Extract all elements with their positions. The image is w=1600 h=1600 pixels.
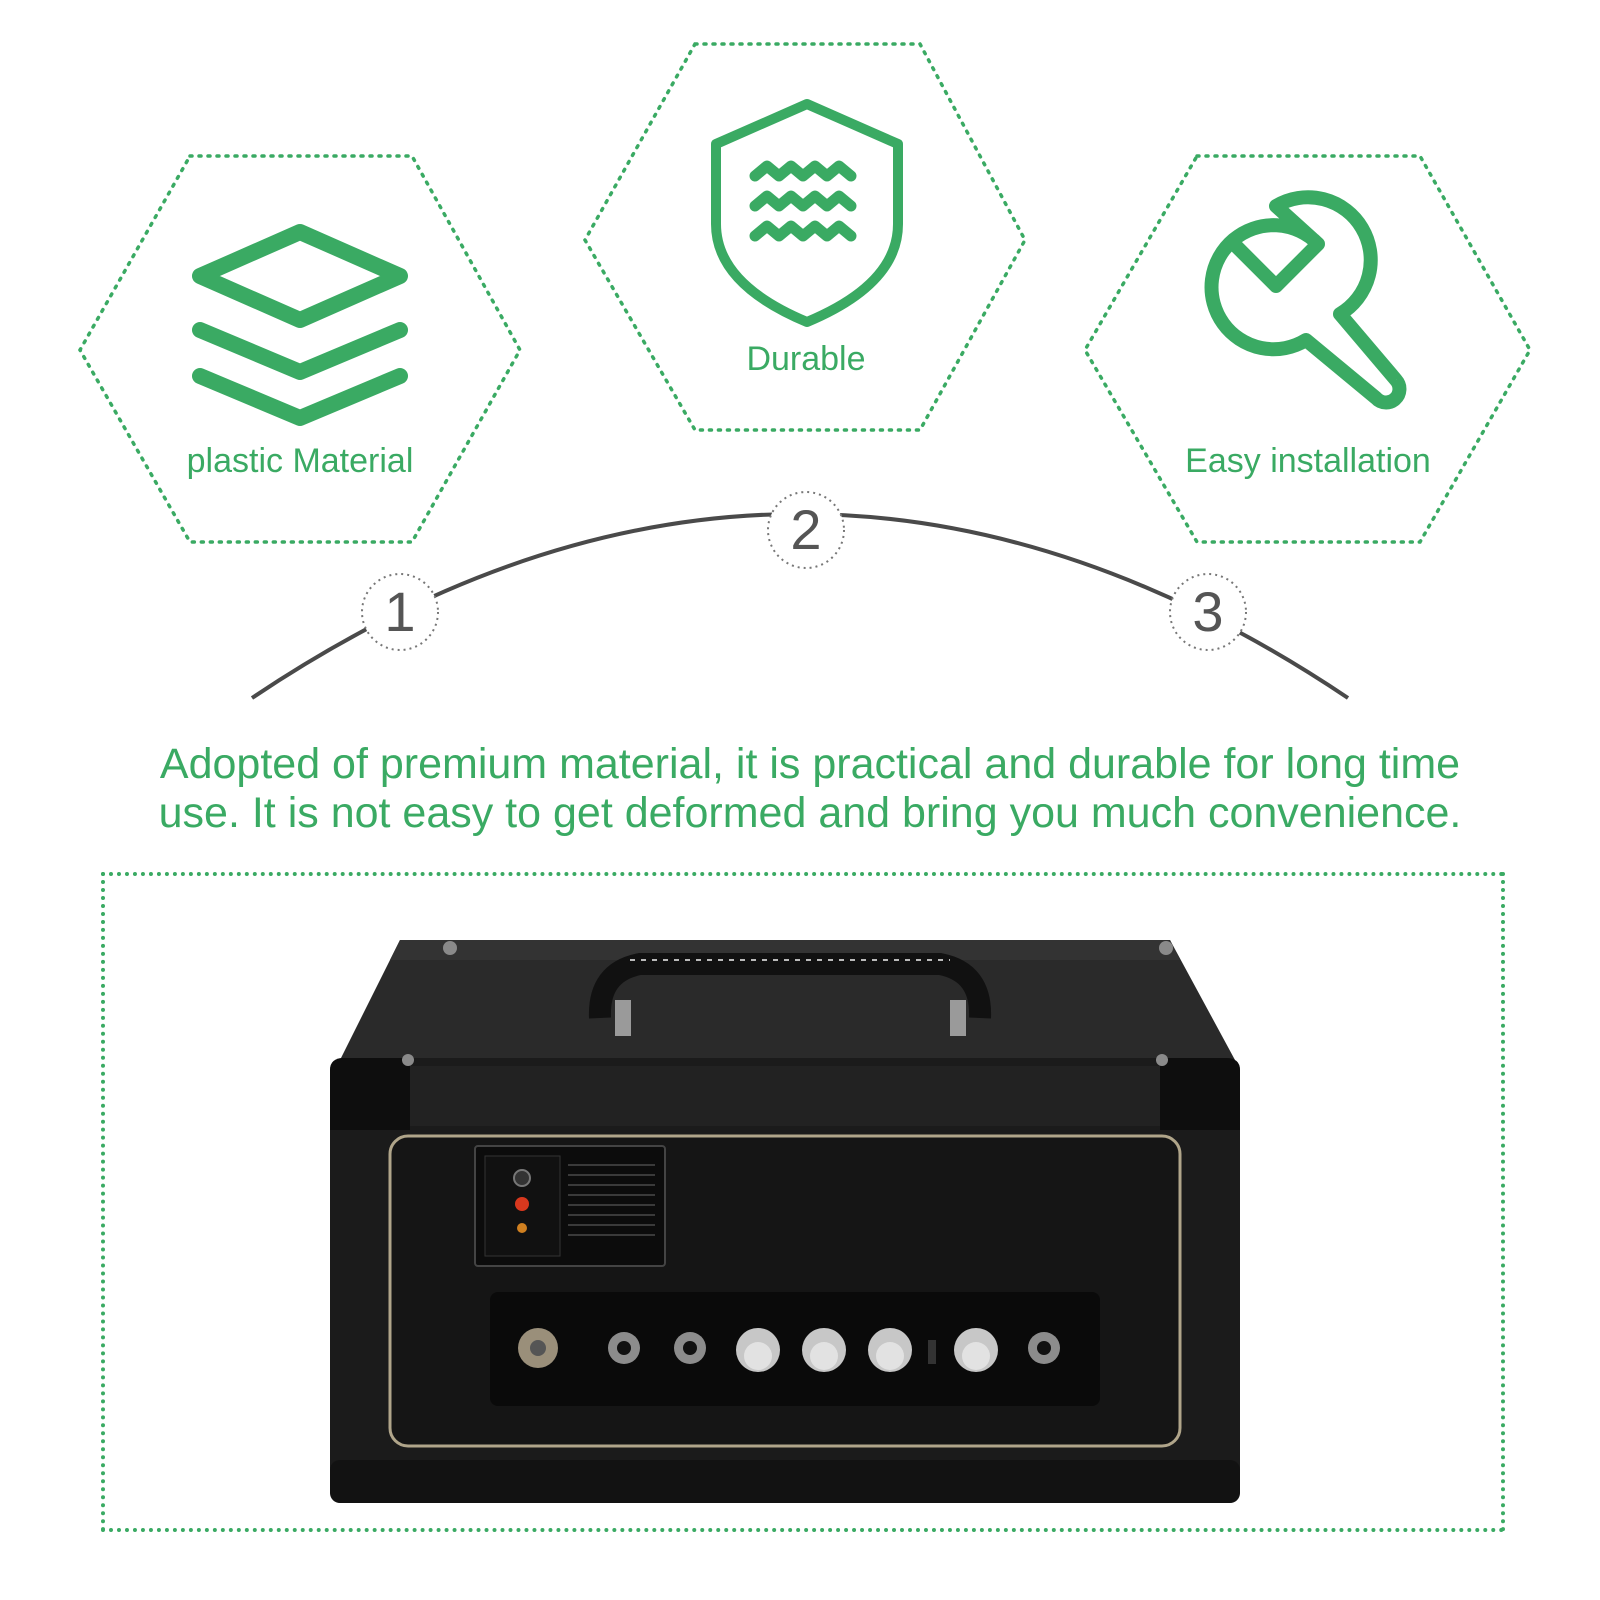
wrench-icon <box>1204 190 1407 410</box>
product-description: Adopted of premium material, it is pract… <box>60 740 1560 838</box>
layers-icon <box>192 224 408 426</box>
hexagon-frame-1 <box>77 154 523 544</box>
step-circle-1 <box>361 573 439 651</box>
feature-graphics <box>77 42 1533 700</box>
feature-label-easy-installation: Easy installation <box>1185 442 1431 480</box>
product-photo-frame <box>101 872 1505 1532</box>
amplifier-photo <box>330 940 1240 1503</box>
waterproof-shield-icon <box>711 99 903 327</box>
feature-label-plastic-material: plastic Material <box>186 442 414 480</box>
feature-label-durable: Durable <box>746 340 866 378</box>
description-line-1: Adopted of premium material, it is pract… <box>159 740 1461 788</box>
step-number-1: 1 <box>384 580 416 643</box>
step-circle-2 <box>767 491 845 569</box>
hexagon-frame-3 <box>1082 154 1533 544</box>
control-knobs <box>518 1328 1060 1372</box>
step-circle-3 <box>1169 573 1247 651</box>
step-number-3: 3 <box>1192 580 1224 643</box>
description-line-2: use. It is not easy to get deformed and … <box>158 789 1462 837</box>
handle <box>588 953 992 1036</box>
step-circles <box>361 491 1247 651</box>
hexagon-frame-2 <box>582 42 1027 432</box>
step-number-2: 2 <box>790 498 822 561</box>
